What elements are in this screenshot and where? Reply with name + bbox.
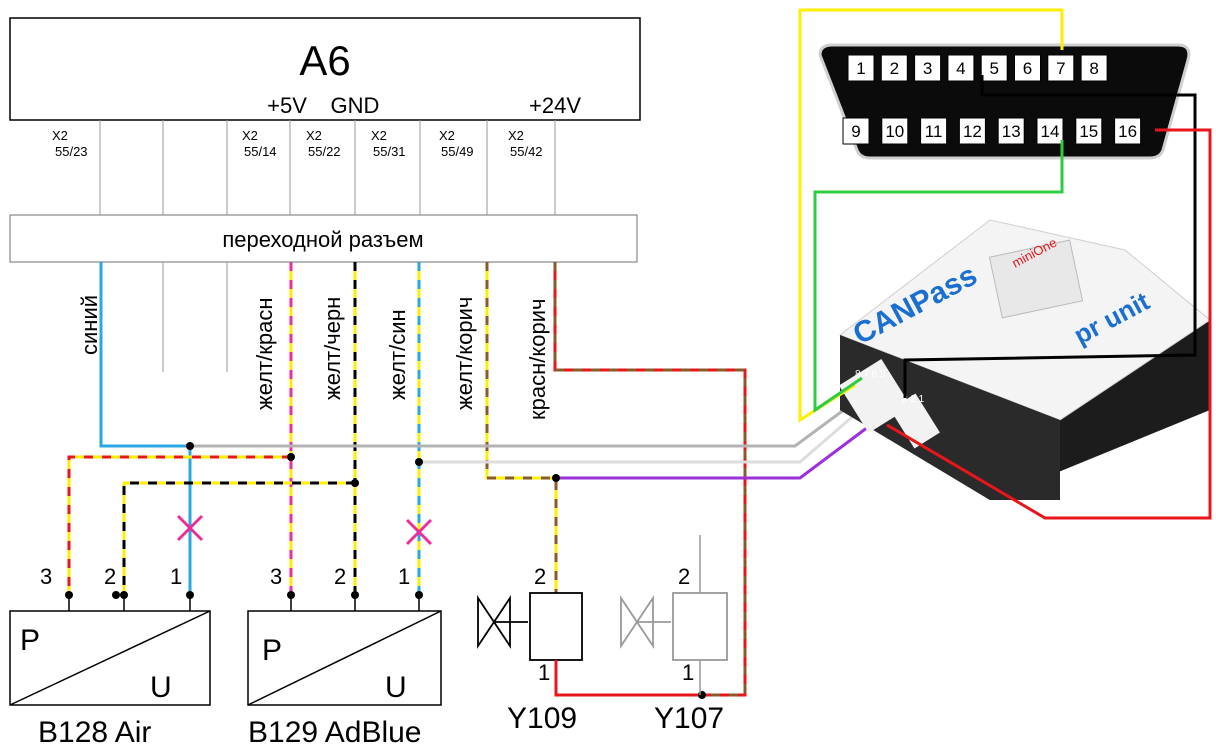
sensor-pin: 1 — [170, 564, 182, 589]
canpass-device: CANPass miniOne pr unit 8 7 6 5 3 2 1 — [838, 219, 1211, 500]
sensor-pin: 3 — [270, 564, 282, 589]
obd-pin-cell — [920, 117, 948, 145]
sensor-b128: P U 3 2 1 B128 Air — [9, 564, 211, 749]
pin-num: 55/31 — [373, 144, 406, 159]
adapter-box — [9, 214, 638, 263]
obd-pin-label: 5 — [989, 59, 998, 78]
obd-pin-cell — [881, 117, 909, 145]
module-pin-dividers — [99, 120, 556, 215]
obd-pin-cell — [1047, 54, 1075, 82]
wire-labels: синий желт/красн желт/черн желт/син желт… — [77, 295, 550, 420]
pin-conn: X2 — [52, 128, 68, 143]
pin-conn: X2 — [439, 128, 455, 143]
sensor-p: P — [20, 624, 40, 657]
obd-pin-label: 12 — [963, 122, 982, 141]
sensor-pin: 3 — [40, 564, 52, 589]
pin-conn: X2 — [371, 128, 387, 143]
obd-pin-label: 15 — [1079, 122, 1098, 141]
module-pin-labels: X2 55/23 X2 55/14 X2 55/22 X2 55/31 X2 5… — [52, 128, 543, 159]
valve-name: Y109 — [507, 702, 577, 735]
pin-num: 55/14 — [244, 144, 277, 159]
wire-label-yellow-red: желт/красн — [252, 298, 277, 411]
module-a6-box — [9, 17, 641, 121]
label-plus24v: +24V — [529, 93, 581, 118]
obd-pin-cell — [947, 54, 975, 82]
obd-pin-label: 13 — [1002, 122, 1021, 141]
pin-conn: X2 — [508, 128, 524, 143]
label-plus5v: +5V — [267, 93, 307, 118]
device-port-left: 8 7 6 5 — [855, 369, 886, 380]
obd-pin-cell — [1080, 54, 1108, 82]
wire-label-red-brown: красн/корич — [525, 299, 550, 420]
unused-wires — [162, 262, 228, 372]
obd-pin-cell — [1114, 117, 1142, 145]
wire-label-yellow-blue: желт/син — [385, 309, 410, 400]
sensor-pin: 2 — [104, 564, 116, 589]
obd-pin-label: 1 — [856, 59, 865, 78]
obd-pin-cell — [847, 54, 875, 82]
obd-pin-label: 16 — [1118, 122, 1137, 141]
obd-pin-cell — [997, 117, 1025, 145]
obd-pin-label: 8 — [1089, 59, 1098, 78]
valve-name: Y107 — [654, 702, 724, 735]
label-gnd: GND — [331, 93, 380, 118]
obd-pin-cell — [980, 54, 1008, 82]
sensor-u: U — [150, 671, 172, 704]
obd-pin-label: 9 — [851, 122, 860, 141]
device-wires — [190, 396, 881, 480]
obd-pin-label: 3 — [923, 59, 932, 78]
obd-pin-label: 14 — [1041, 122, 1060, 141]
sensor-pin: 2 — [334, 564, 346, 589]
wire-yellow-red — [67, 262, 293, 595]
obd-pin-label: 7 — [1056, 59, 1065, 78]
sensor-name: B128 Air — [38, 716, 151, 749]
sensor-u: U — [385, 671, 407, 704]
obd-pin-label: 10 — [885, 122, 904, 141]
obd-pin-label: 11 — [925, 122, 943, 141]
adapter-label: переходной разъем — [222, 227, 423, 252]
valve-pin-bottom: 1 — [538, 660, 550, 685]
sensor-b129: P U 3 2 1 B129 AdBlue — [247, 564, 442, 749]
pin-conn: X2 — [306, 128, 322, 143]
wire-label-yellow-brown: желт/корич — [452, 297, 477, 410]
obd-pin-cell — [914, 54, 942, 82]
valve-y107: 2 1 Y107 — [620, 535, 728, 735]
obd-pin-cell — [958, 117, 986, 145]
wire-yellow-brown — [485, 262, 558, 593]
module-title: A6 — [299, 37, 350, 84]
sensor-p: P — [262, 634, 282, 667]
wire-blue — [99, 262, 192, 595]
valve-pin-top: 2 — [534, 564, 546, 589]
pin-num: 55/42 — [510, 144, 543, 159]
obd-pin-cell — [880, 54, 908, 82]
sensor-pin: 1 — [398, 564, 410, 589]
pin-num: 55/22 — [308, 144, 341, 159]
valve-pin-top: 2 — [678, 564, 690, 589]
device-port-right: 3 2 1 — [902, 394, 925, 405]
sensor-name: B129 AdBlue — [248, 716, 421, 749]
obd-wires — [798, 8, 1212, 520]
wire-label-blue: синий — [77, 295, 102, 355]
obd-pin-label: 4 — [956, 59, 965, 78]
obd-pin-label: 2 — [890, 59, 899, 78]
wire-yellow-black — [122, 262, 357, 595]
pin-num: 55/49 — [441, 144, 474, 159]
obd-pin-cell — [1075, 117, 1103, 145]
cut-mark-icon — [176, 514, 433, 546]
obd-pin-cell — [842, 117, 870, 145]
pin-conn: X2 — [242, 128, 258, 143]
valve-y109: 2 1 Y109 — [477, 564, 583, 735]
obd-pin-cell — [1036, 117, 1064, 145]
pin-num: 55/23 — [55, 144, 88, 159]
valve-pin-bottom: 1 — [682, 660, 694, 685]
obd-pin-label: 6 — [1023, 59, 1032, 78]
wire-label-yellow-black: желт/черн — [320, 297, 345, 400]
obd-pin-cell — [1014, 54, 1041, 82]
